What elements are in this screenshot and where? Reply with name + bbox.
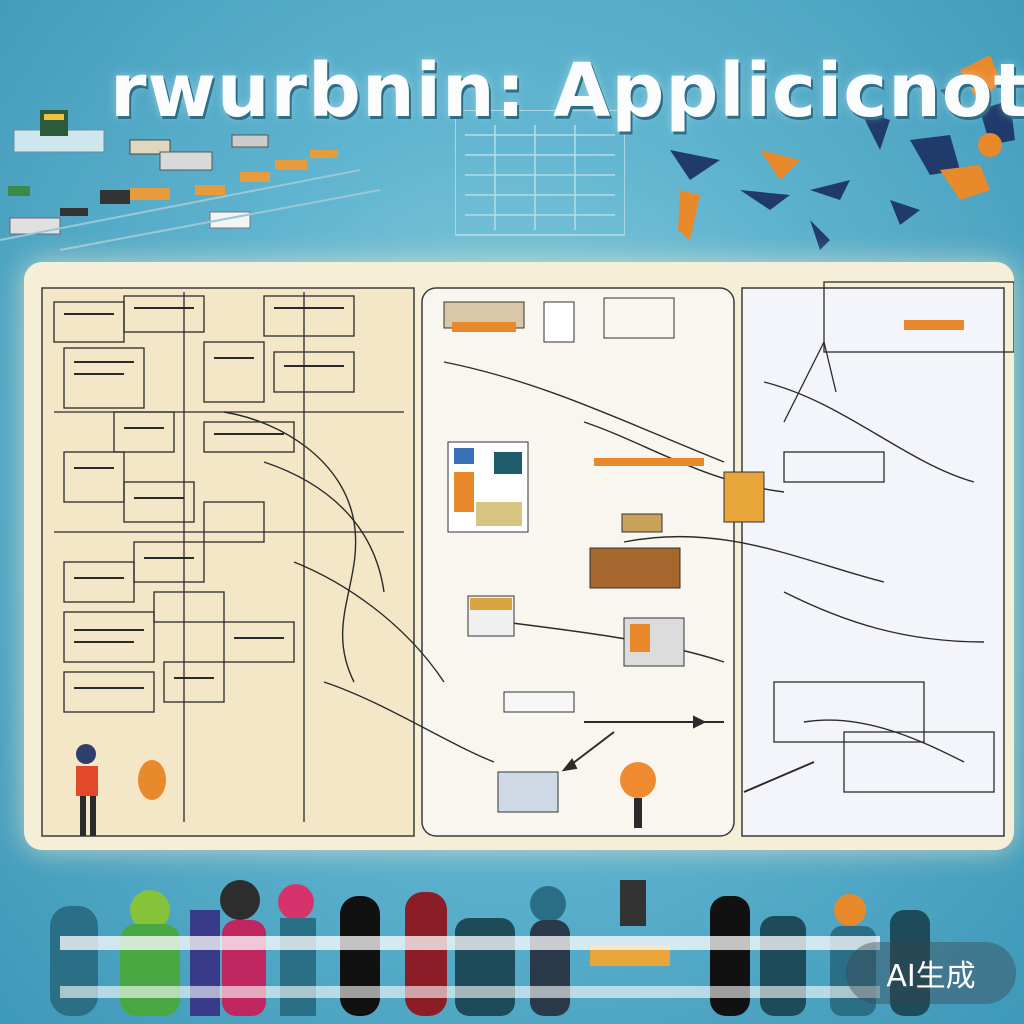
conveyor-scene xyxy=(0,110,380,251)
panel-right xyxy=(741,287,1005,837)
flowchart-board xyxy=(24,262,1014,850)
panel-middle xyxy=(421,287,735,837)
building-backdrop xyxy=(455,110,625,236)
bird-icon xyxy=(670,55,1015,250)
conveyor-icon xyxy=(0,110,380,251)
people-row xyxy=(50,880,930,1016)
page-title: rwurbnin: Applicicnot xyxy=(110,48,1024,134)
right-flow-elements xyxy=(773,281,1014,793)
person-icon xyxy=(76,744,656,836)
monitor-icon xyxy=(447,441,765,813)
arrow-icon xyxy=(561,715,815,793)
crane-icon xyxy=(443,297,675,343)
flying-shapes xyxy=(670,55,1015,250)
left-flow-boxes xyxy=(53,292,404,822)
right-accents xyxy=(904,320,964,330)
people-silhouettes xyxy=(50,880,930,1016)
ai-generated-badge: AI生成 xyxy=(846,942,1016,1004)
left-scribbles xyxy=(64,307,344,689)
